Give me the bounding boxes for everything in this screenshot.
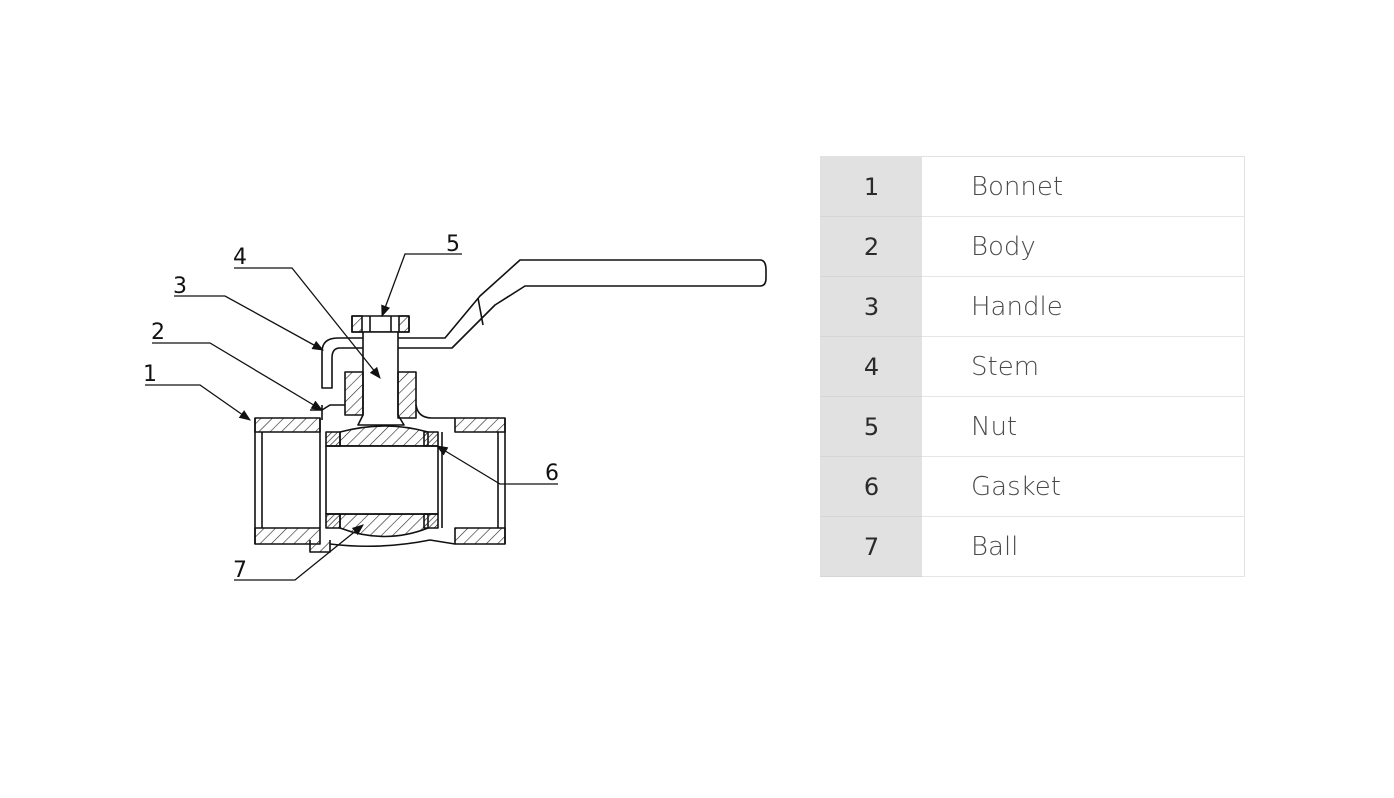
parts-table: 1 Bonnet 2 Body 3 Handle 4 Stem 5 Nut 6 … [820, 156, 1245, 577]
callout-6: 6 [545, 461, 559, 486]
table-row: 7 Ball [820, 516, 1245, 577]
part-number: 2 [820, 216, 922, 277]
part-name: Bonnet [922, 156, 1245, 217]
table-row: 4 Stem [820, 336, 1245, 397]
stem [357, 331, 405, 426]
part-number: 4 [820, 336, 922, 397]
ball-valve-cross-section: 1 2 3 4 5 6 7 [143, 232, 767, 583]
leader-4 [234, 267, 381, 379]
part-number: 7 [820, 516, 922, 577]
part-name: Handle [922, 276, 1245, 337]
part-number: 6 [820, 456, 922, 517]
part-number: 5 [820, 396, 922, 457]
callout-1: 1 [143, 362, 157, 387]
callout-5: 5 [446, 232, 460, 257]
table-row: 5 Nut [820, 396, 1245, 457]
callout-3: 3 [173, 274, 187, 299]
part-number: 3 [820, 276, 922, 337]
part-name: Body [922, 216, 1245, 277]
valve-body [254, 405, 506, 553]
leader-3 [174, 295, 325, 351]
callout-2: 2 [151, 320, 165, 345]
callout-4: 4 [233, 245, 247, 270]
table-row: 2 Body [820, 216, 1245, 277]
leader-1 [145, 384, 251, 421]
part-name: Stem [922, 336, 1245, 397]
part-name: Ball [922, 516, 1245, 577]
leader-7 [234, 524, 364, 581]
part-name: Gasket [922, 456, 1245, 517]
bonnet-neck [310, 371, 455, 419]
callout-7: 7 [233, 558, 247, 583]
nut [351, 315, 410, 333]
table-row: 3 Handle [820, 276, 1245, 337]
part-name: Nut [922, 396, 1245, 457]
ball [325, 425, 439, 538]
part-number: 1 [820, 156, 922, 217]
handle [321, 259, 767, 389]
leader-5 [381, 253, 462, 318]
leader-6 [435, 445, 558, 485]
gaskets [325, 431, 439, 529]
table-row: 1 Bonnet [820, 156, 1245, 217]
leader-2 [152, 342, 324, 411]
table-row: 6 Gasket [820, 456, 1245, 517]
